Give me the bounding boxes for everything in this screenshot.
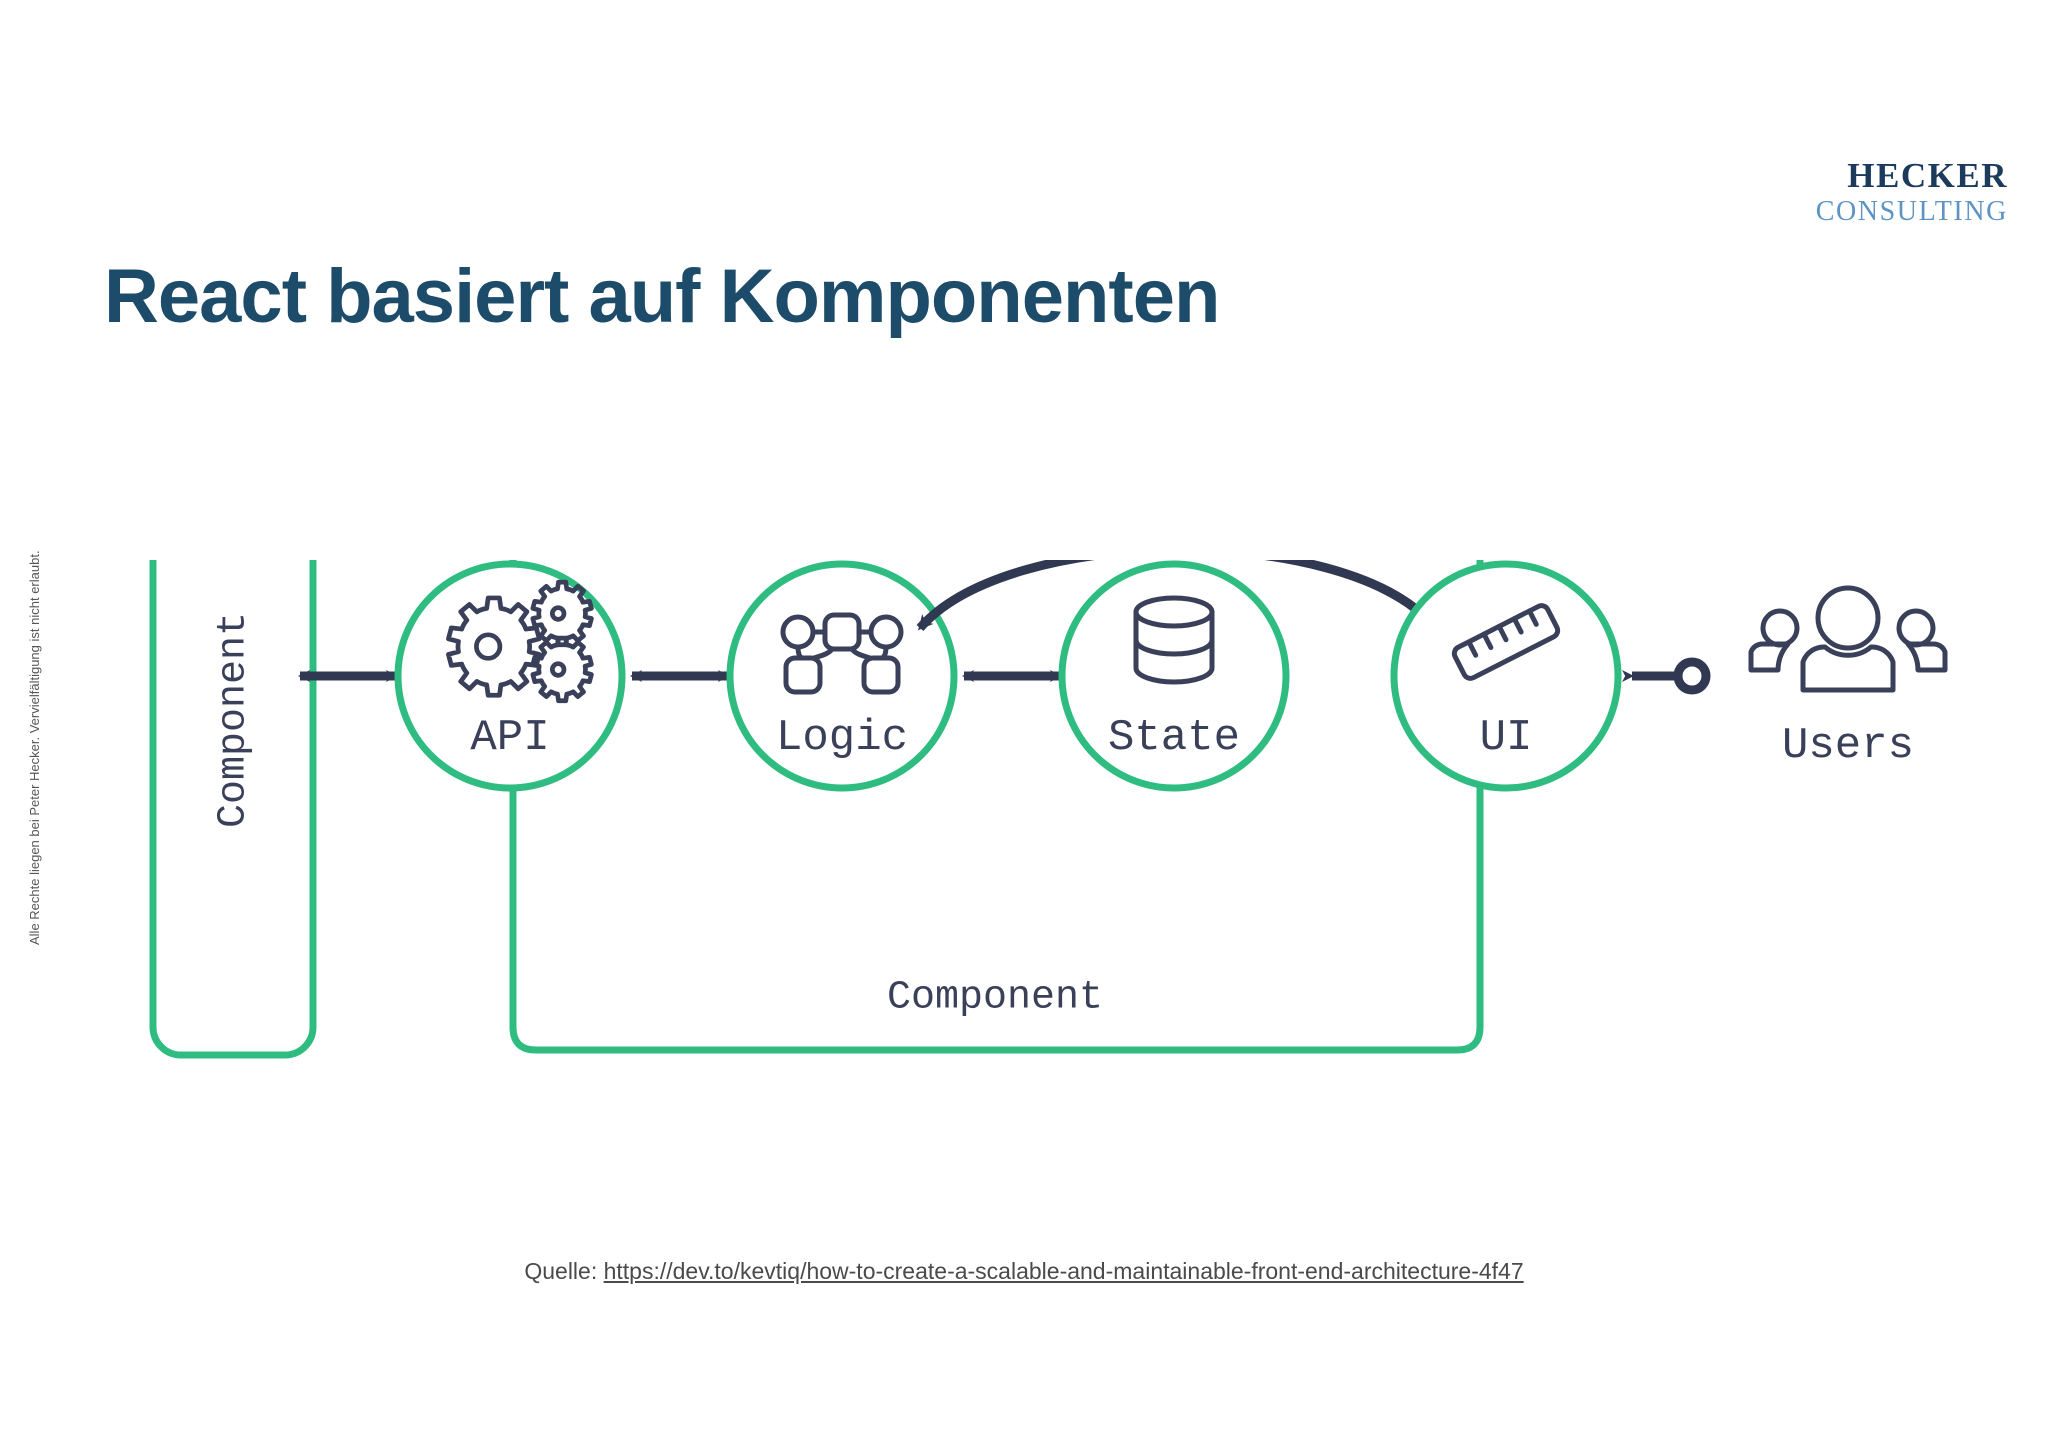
- node-logic: Logic: [726, 560, 958, 792]
- node-api: API: [394, 560, 626, 792]
- node-state-label: State: [1108, 713, 1240, 763]
- component-box-main: Component: [509, 493, 1484, 1054]
- connector-users-ui: [1622, 657, 1711, 695]
- actor-users-label: Users: [1782, 721, 1914, 771]
- source-prefix: Quelle:: [524, 1258, 604, 1284]
- node-graph-icon: [780, 612, 904, 695]
- node-logic-label: Logic: [776, 713, 908, 763]
- node-api-label: API: [470, 713, 549, 763]
- gears-icon: [446, 579, 594, 704]
- source-url-link[interactable]: https://dev.to/kevtiq/how-to-create-a-sc…: [603, 1258, 1524, 1284]
- architecture-diagram: Component Component API: [0, 491, 2048, 1100]
- page-title: React basiert auf Komponenten: [104, 254, 1220, 339]
- brand-logo-primary: HECKER: [1847, 156, 2008, 195]
- actor-users: Users: [1748, 585, 1948, 771]
- node-ui: UI: [1390, 560, 1622, 792]
- brand-logo: HECKER CONSULTING: [1816, 158, 2008, 226]
- node-ui-label: UI: [1480, 713, 1533, 763]
- ruler-icon: [1451, 603, 1561, 681]
- component-box-main-label: Component: [887, 976, 1103, 1021]
- node-state: State: [1058, 560, 1290, 792]
- component-box-left-label: Component: [212, 612, 257, 828]
- component-box-left: Component: [149, 491, 317, 1059]
- source-line: Quelle: https://dev.to/kevtiq/how-to-cre…: [0, 1258, 2048, 1285]
- brand-logo-secondary: CONSULTING: [1815, 196, 2008, 227]
- users-group-icon: [1748, 585, 1948, 693]
